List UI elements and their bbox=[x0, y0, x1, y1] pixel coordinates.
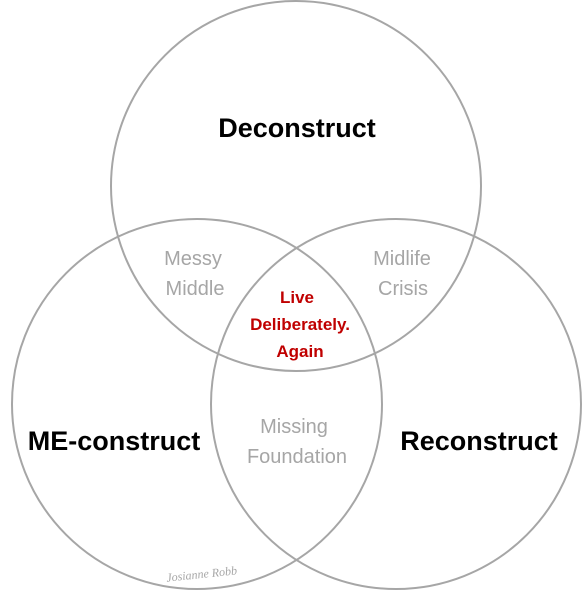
midlife-crisis-line1: Midlife bbox=[373, 248, 431, 270]
missing-foundation-line2: Foundation bbox=[247, 446, 347, 468]
deconstruct-circle bbox=[110, 0, 482, 372]
signature: Josianne Robb bbox=[166, 563, 238, 584]
midlife-crisis-line2: Crisis bbox=[378, 278, 428, 300]
center-line3: Again bbox=[276, 342, 323, 361]
deconstruct-label: Deconstruct bbox=[218, 113, 376, 143]
center-line2: Deliberately. bbox=[250, 315, 350, 334]
center-line1: Live bbox=[280, 288, 314, 307]
me-construct-circle bbox=[11, 218, 383, 590]
reconstruct-label: Reconstruct bbox=[400, 426, 558, 456]
me-construct-label: ME-construct bbox=[28, 426, 201, 456]
missing-foundation-line1: Missing bbox=[260, 416, 328, 438]
messy-middle-line1: Messy bbox=[164, 248, 222, 270]
messy-middle-line2: Middle bbox=[166, 278, 225, 300]
reconstruct-circle bbox=[210, 218, 582, 590]
